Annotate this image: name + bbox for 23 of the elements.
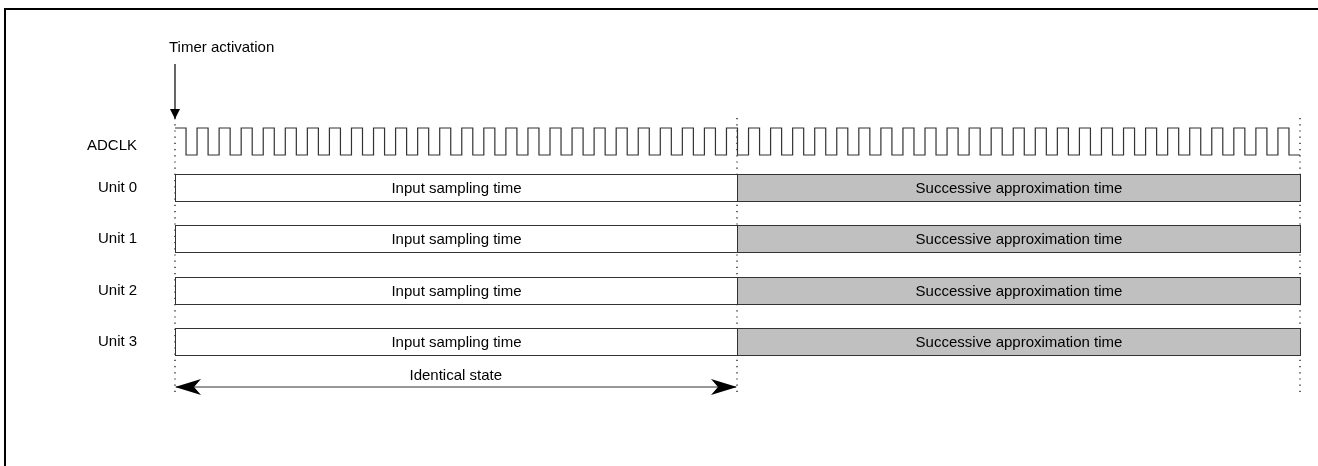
sampling-phase-bar (175, 277, 738, 305)
conversion-phase-bar (737, 328, 1301, 356)
row-label: Unit 0 (98, 178, 138, 196)
sampling-phase-bar (175, 174, 738, 202)
conversion-phase-bar (737, 277, 1301, 305)
row-label: Unit 2 (98, 281, 138, 299)
phase-label: Input sampling time (391, 179, 522, 197)
sampling-phase-bar (175, 225, 738, 253)
sampling-phase-bar (175, 328, 738, 356)
row-label: Unit 1 (98, 229, 138, 247)
phase-label: Successive approximation time (915, 333, 1123, 351)
phase-label: Input sampling time (391, 333, 522, 351)
phase-label: Successive approximation time (915, 179, 1123, 197)
phase-label: Input sampling time (391, 230, 522, 248)
conversion-phase-bar (737, 174, 1301, 202)
phase-label: Input sampling time (391, 282, 522, 300)
dimension-label: Identical state (409, 366, 503, 384)
phase-label: Successive approximation time (915, 230, 1123, 248)
signal-label: ADCLK (87, 136, 138, 154)
phase-label: Successive approximation time (915, 282, 1123, 300)
signal-label: Timer activation (169, 38, 275, 56)
conversion-phase-bar (737, 225, 1301, 253)
row-label: Unit 3 (98, 332, 138, 350)
